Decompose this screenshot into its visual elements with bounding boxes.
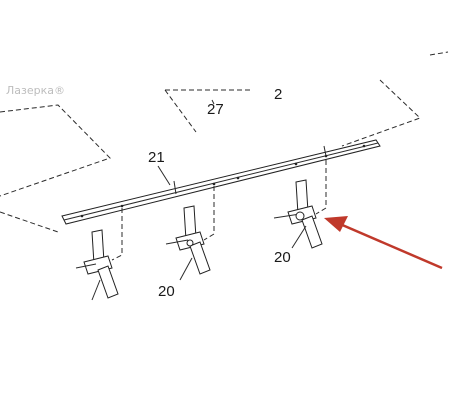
label-part-20-left: 20 (158, 283, 175, 300)
leader-27 (211, 99, 215, 105)
leader-21 (157, 165, 171, 186)
leader-20-right (291, 225, 307, 249)
plate-outline-right (164, 51, 449, 147)
label-part-20-right: 20 (274, 249, 291, 266)
label-part-partial: 2 (274, 86, 282, 103)
connector-lines (111, 160, 327, 261)
label-part-27: 27 (207, 101, 224, 118)
plate-outline-left (0, 104, 111, 233)
rod-21 (61, 139, 381, 225)
bracket-part-left (75, 229, 119, 301)
red-arrow-icon (324, 216, 443, 270)
bracket-part-middle (165, 205, 211, 275)
leader-20-left (179, 257, 193, 281)
watermark-text: Лазерка® (6, 84, 65, 97)
label-part-21: 21 (148, 149, 165, 166)
bracket-part-right (273, 179, 323, 249)
